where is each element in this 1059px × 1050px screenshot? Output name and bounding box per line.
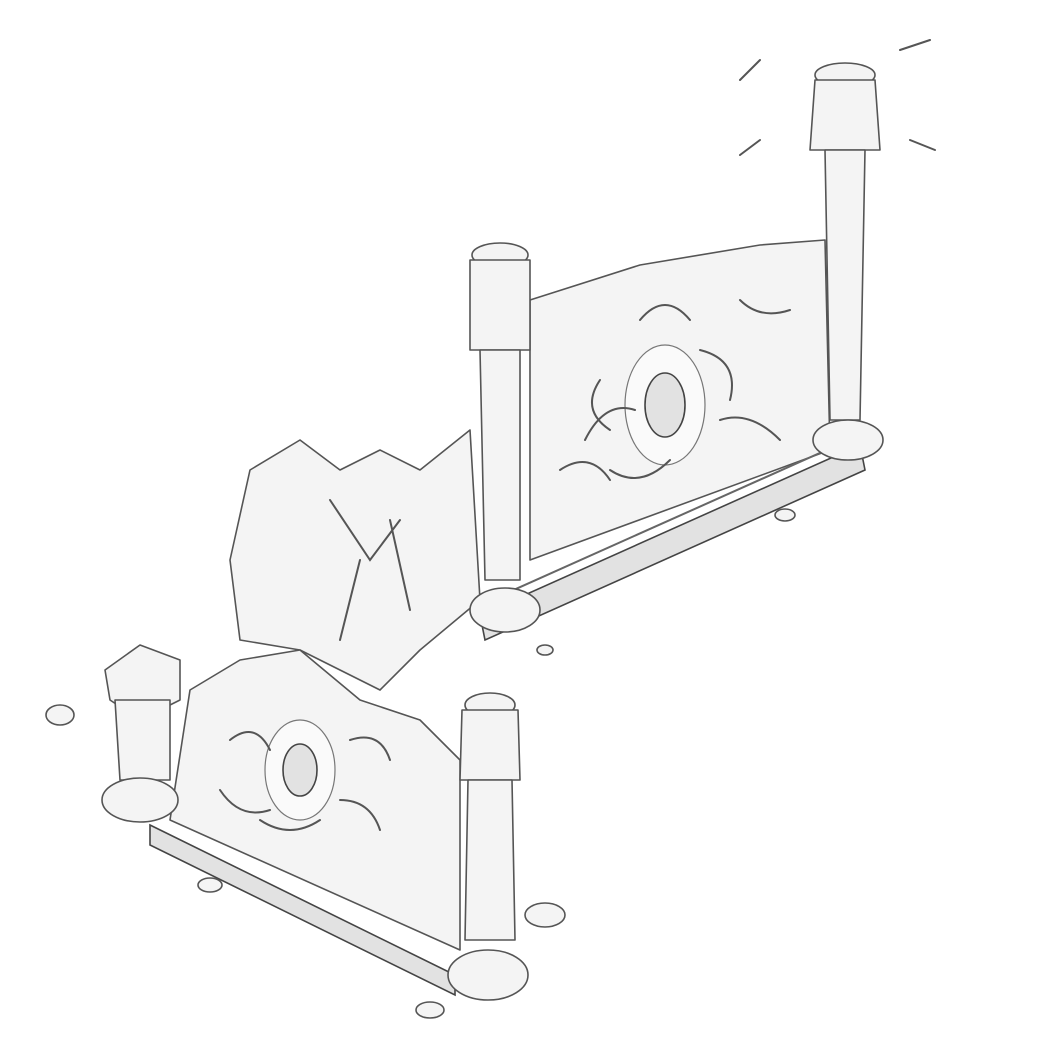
broken-wall-section: [229, 429, 481, 691]
front-wall-panel: [149, 649, 461, 997]
pillar-front-left: [101, 644, 181, 823]
pillar-back-right: [739, 39, 936, 461]
pillar-front-right: [447, 692, 529, 1001]
pillar-back-left: [469, 242, 541, 633]
debris: [45, 508, 796, 1019]
back-wall-ornament: [559, 299, 791, 481]
